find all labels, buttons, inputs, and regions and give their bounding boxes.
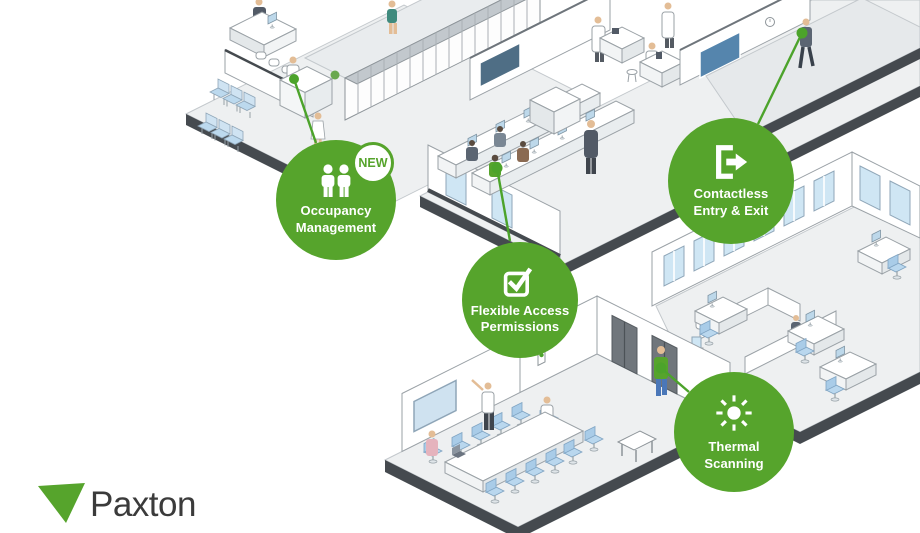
laptop bbox=[452, 444, 466, 458]
lockers-bank bbox=[343, 0, 541, 121]
wall-screen bbox=[479, 41, 521, 89]
microscope bbox=[656, 52, 662, 59]
window-wall-return bbox=[851, 151, 920, 239]
connector-contactless bbox=[756, 32, 804, 125]
exit-arrow-icon bbox=[716, 145, 748, 180]
laboratory bbox=[591, 2, 686, 88]
wall-tv bbox=[699, 30, 741, 80]
plant bbox=[330, 70, 340, 80]
paxton-logo[interactable]: Paxton bbox=[37, 482, 196, 524]
badge-label: Thermal Scanning bbox=[704, 439, 764, 471]
person-presenter bbox=[471, 379, 495, 430]
person-student bbox=[517, 141, 529, 162]
person-lab-technician bbox=[661, 2, 675, 48]
flexible-sensor-dot bbox=[491, 162, 503, 174]
lab-bench bbox=[598, 26, 646, 64]
lab-right-wall bbox=[679, 0, 811, 86]
person-student bbox=[466, 140, 478, 161]
feature-badge-thermal-scanning[interactable]: Thermal Scanning bbox=[674, 372, 794, 492]
people-icon bbox=[321, 164, 351, 198]
badge-label: Flexible Access Permissions bbox=[470, 302, 570, 334]
connectors bbox=[292, 32, 804, 393]
occupancy-sensor-dot bbox=[289, 74, 299, 84]
meeting-back-wall bbox=[401, 295, 598, 453]
person-lab-technician bbox=[591, 16, 606, 62]
connector-dots bbox=[289, 27, 808, 374]
storage-cabinet bbox=[528, 86, 582, 135]
contactless-sensor-dot bbox=[796, 27, 808, 39]
person-instructor bbox=[584, 120, 598, 174]
walkway bbox=[705, 0, 920, 146]
sun-rays-icon bbox=[716, 395, 752, 431]
badge-label: Contactless Entry & Exit bbox=[693, 186, 769, 218]
person-student bbox=[494, 126, 506, 147]
new-tag: NEW bbox=[352, 142, 394, 184]
feature-badge-flexible-access-permissions[interactable]: Flexible Access Permissions bbox=[462, 242, 578, 358]
person-walkway bbox=[798, 18, 815, 69]
connector-thermal bbox=[660, 367, 690, 393]
bench bbox=[616, 430, 658, 462]
badge-label: Occupancy Management bbox=[295, 203, 377, 235]
connector-flexible bbox=[495, 167, 512, 242]
office-desks bbox=[693, 229, 912, 402]
feature-badge-contactless-entry-exit[interactable]: Contactless Entry & Exit bbox=[668, 118, 794, 244]
checkmark-box-icon bbox=[503, 267, 533, 297]
classroom bbox=[436, 83, 636, 196]
lab-stool bbox=[626, 69, 638, 83]
paxton-triangle-icon bbox=[38, 483, 85, 523]
person-gym-walker bbox=[387, 0, 397, 34]
lab-partition-wall bbox=[469, 0, 611, 101]
meeting-wall-tv bbox=[413, 379, 457, 433]
thermal-sensor-dot bbox=[655, 362, 667, 374]
connector-occupancy bbox=[292, 78, 318, 144]
window bbox=[491, 184, 513, 229]
person-meeting-seated bbox=[423, 430, 443, 464]
paxton-logo-text: Paxton bbox=[90, 485, 196, 524]
